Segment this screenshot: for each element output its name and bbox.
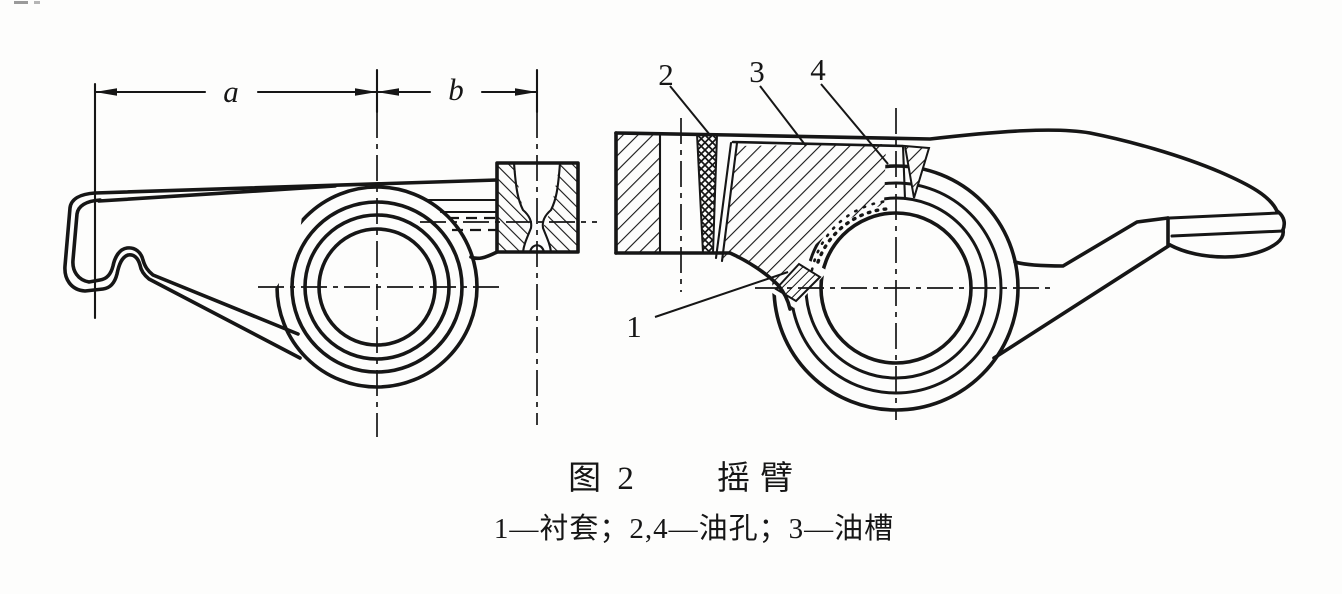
left-view xyxy=(63,161,597,389)
top-outline xyxy=(614,128,1279,213)
scan-noise xyxy=(14,1,40,4)
boss-blend-fillet xyxy=(469,250,499,261)
leader-1 xyxy=(654,271,789,318)
bushing-stipple-band xyxy=(816,207,888,264)
callout-1: 1 xyxy=(626,309,642,344)
hatch-right-of-hole-4 xyxy=(903,144,931,199)
arrow-a-right xyxy=(355,88,377,96)
oil-hole-4-right-wall xyxy=(901,144,907,201)
arm-face-edge-lines xyxy=(714,141,739,263)
pad-bottom-scoop xyxy=(1168,228,1286,259)
dimension-a-label: a xyxy=(223,74,239,109)
right-view xyxy=(614,108,1287,420)
leader-4 xyxy=(820,83,889,165)
pad-top-line xyxy=(1168,211,1280,220)
figure-title: 摇臂 xyxy=(717,460,803,497)
figure-number: 图 2 xyxy=(568,461,638,497)
bushing-stipple-band-2 xyxy=(810,199,890,272)
tip-right-edge xyxy=(1275,209,1287,232)
screw-boss-right-wall-hatch xyxy=(543,163,578,252)
callout-annotations: 1 2 3 4 xyxy=(626,52,889,344)
callout-4: 4 xyxy=(810,52,826,87)
oil-hole-2-hatch xyxy=(695,132,719,254)
under-notch-edge xyxy=(1013,216,1170,268)
leader-2 xyxy=(669,85,711,136)
bottom-diagonal xyxy=(992,243,1172,360)
valve-end-wall-hatch xyxy=(616,133,660,253)
block-bottom-fillet xyxy=(728,251,792,311)
figure-legend: 1—衬套；2,4—油孔；3—油槽 xyxy=(494,512,894,545)
oil-groove-line xyxy=(731,140,905,148)
dimension-annotations: a b xyxy=(93,68,539,437)
arm-top-edge xyxy=(93,178,499,195)
callout-2: 2 xyxy=(658,57,674,92)
arm-section-hatch xyxy=(722,144,886,300)
leader-3 xyxy=(759,85,807,147)
callout-3: 3 xyxy=(749,54,765,89)
arrow-a-left xyxy=(95,88,117,96)
arm-top-edge-inner xyxy=(97,184,337,203)
screw-boss-section xyxy=(469,161,580,261)
caption: 图 2 摇臂 1—衬套；2,4—油孔；3—油槽 xyxy=(494,460,894,545)
web-pocket xyxy=(152,200,303,297)
bushing-section-hatch xyxy=(774,262,822,303)
foot-inner-line xyxy=(71,198,300,336)
valve-end-section xyxy=(614,131,792,311)
arrow-b-right xyxy=(515,88,537,96)
pad-mid-line xyxy=(1170,229,1285,238)
dimension-b-label: b xyxy=(448,72,464,107)
arrow-b-left xyxy=(377,88,399,96)
screw-boss-left-wall-hatch xyxy=(497,163,531,252)
foot-outline xyxy=(63,191,302,360)
